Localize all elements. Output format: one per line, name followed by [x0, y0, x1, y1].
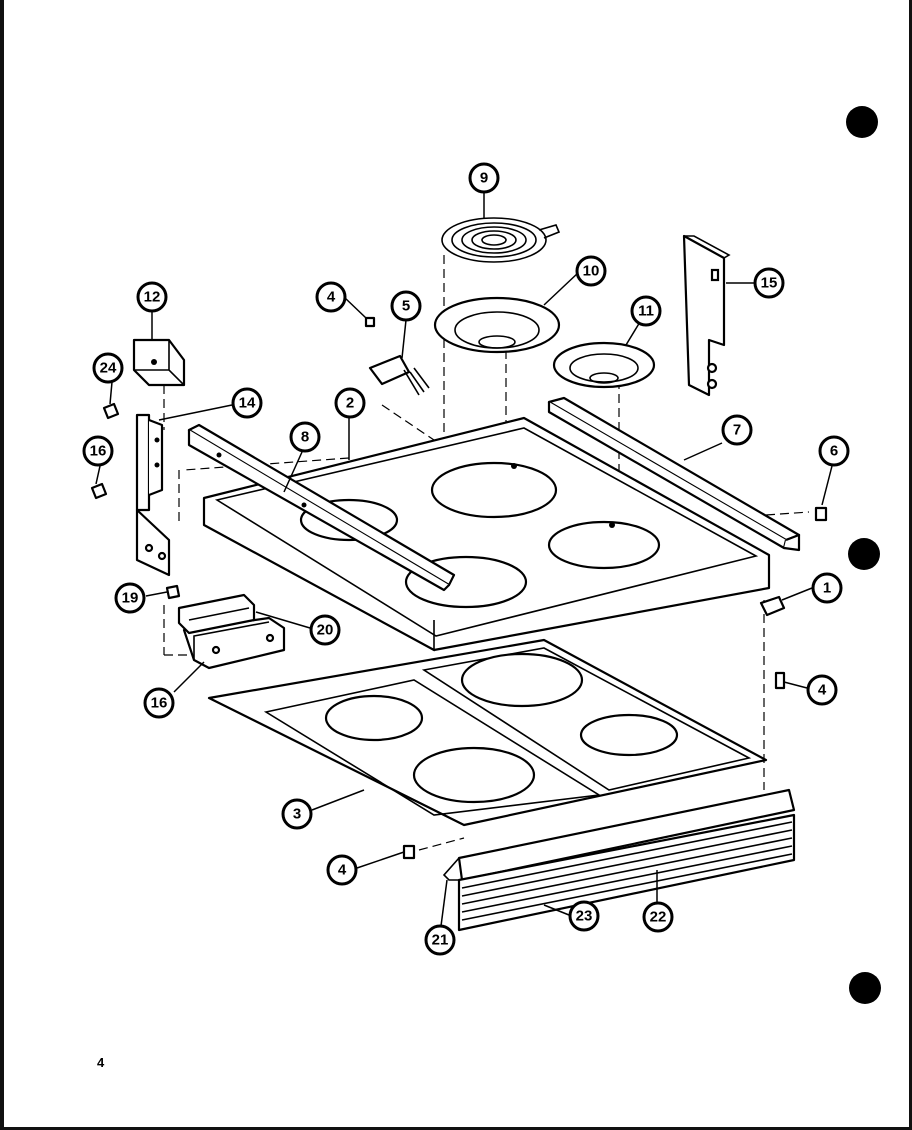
callout-24: 24 [92, 352, 124, 384]
callout-5: 5 [390, 290, 422, 322]
leader-lines [95, 193, 833, 927]
callout-1-label: 1 [823, 580, 831, 597]
right-top-trim [547, 396, 801, 552]
callout-4-right: 4 [806, 674, 838, 706]
front-trim [442, 788, 796, 882]
callout-19: 19 [114, 582, 146, 614]
callout-16-left: 16 [82, 435, 114, 467]
screws [90, 316, 828, 912]
binder-hole-bottom [849, 972, 881, 1004]
callout-21-label: 21 [432, 932, 449, 949]
callout-9: 9 [468, 162, 500, 194]
callout-3-label: 3 [293, 806, 301, 823]
callout-11-label: 11 [638, 303, 654, 320]
callout-16-bottom-label: 16 [151, 695, 168, 712]
callout-15: 15 [753, 267, 785, 299]
binder-hole-top [846, 106, 878, 138]
callout-4-right-label: 4 [818, 682, 827, 699]
callout-1: 1 [811, 572, 843, 604]
callout-22: 22 [642, 901, 674, 933]
callout-2: 2 [334, 387, 366, 419]
terminal-block [368, 354, 430, 396]
left-top-trim [187, 423, 456, 592]
callout-2-label: 2 [346, 395, 354, 412]
callout-24-label: 24 [100, 360, 117, 377]
callout-20-label: 20 [317, 622, 334, 639]
bracket-12 [132, 338, 186, 387]
callout-20: 20 [309, 614, 341, 646]
callout-4-bottom: 4 [326, 854, 358, 886]
surface-element [441, 217, 561, 263]
callout-23: 23 [568, 900, 600, 932]
bracket-16 [182, 616, 286, 670]
callout-16-bottom: 16 [143, 687, 175, 719]
callout-10: 10 [575, 255, 607, 287]
callout-4-top: 4 [315, 281, 347, 313]
callout-12-label: 12 [144, 289, 161, 306]
callout-12: 12 [136, 281, 168, 313]
cooktop-main-top [202, 416, 771, 652]
callout-7-label: 7 [733, 422, 741, 439]
callout-15-label: 15 [761, 275, 778, 292]
control-panel-grille [457, 813, 796, 932]
callout-5-label: 5 [402, 298, 410, 315]
callout-4-top-label: 4 [327, 289, 336, 306]
callout-23-label: 23 [576, 908, 593, 925]
drip-bowl-large [433, 296, 561, 354]
binder-hole-middle [848, 538, 880, 570]
callout-8-label: 8 [301, 429, 309, 446]
bracket-14 [135, 413, 171, 577]
callout-11: 11 [630, 295, 662, 327]
callout-16-left-label: 16 [90, 443, 107, 460]
clip-1 [759, 595, 786, 617]
callout-6: 6 [818, 435, 850, 467]
callout-14: 14 [231, 387, 263, 419]
exploded-cooktop-diagram: 9 10 11 15 4 5 12 24 14 16 8 2 7 6 1 4 1… [82, 106, 881, 1004]
callout-21: 21 [424, 924, 456, 956]
callout-8: 8 [289, 421, 321, 453]
bracket-15 [682, 234, 731, 397]
callout-4-bottom-label: 4 [338, 862, 347, 879]
callout-6-label: 6 [830, 443, 838, 460]
callout-3: 3 [281, 798, 313, 830]
callout-10-label: 10 [583, 263, 600, 280]
page-number: 4 [97, 1055, 105, 1070]
liner-panel [207, 638, 768, 827]
callout-14-label: 14 [239, 395, 256, 412]
callout-19-label: 19 [122, 590, 139, 607]
callout-9-label: 9 [480, 170, 488, 187]
callout-22-label: 22 [650, 909, 667, 926]
bracket-20 [177, 593, 256, 635]
callout-7: 7 [721, 414, 753, 446]
drip-bowl-small [552, 341, 656, 389]
